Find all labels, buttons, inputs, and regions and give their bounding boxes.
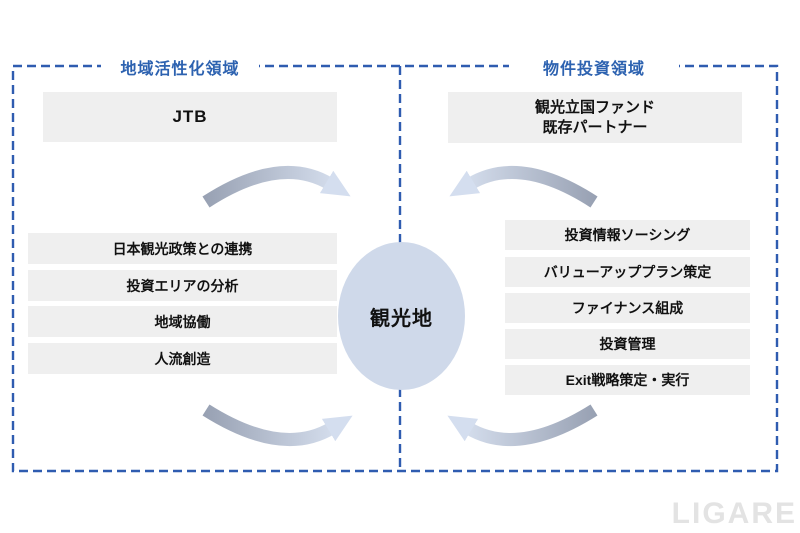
left-region-title: 地域活性化領域 [101,56,259,78]
arrow-top-left [202,166,351,208]
right-item-investment-sourcing: 投資情報ソーシング [505,220,750,250]
right-entity-box: 観光立国ファンド 既存パートナー [448,92,742,143]
left-item-people-flow-creation: 人流創造 [28,343,337,374]
right-item-investment-management: 投資管理 [505,329,750,359]
right-item-finance-structuring: ファイナンス組成 [505,293,750,323]
left-item-regional-collaboration: 地域協働 [28,306,337,337]
arrow-bottom-left [202,404,353,446]
right-item-exit-strategy: Exit戦略策定・実行 [505,365,750,395]
center-ellipse-tourist-destination: 観光地 [338,242,465,390]
arrow-top-right [449,166,598,208]
left-entity-box: JTB [43,92,337,142]
outer-dashed-border [11,64,779,473]
right-entity-line-2: 既存パートナー [542,118,648,136]
left-item-area-analysis: 投資エリアの分析 [28,270,337,301]
right-item-value-up-plan: バリューアッププラン策定 [505,257,750,287]
center-ellipse-label: 観光地 [370,307,433,330]
right-region-title: 物件投資領域 [509,56,679,78]
arrow-bottom-right [447,404,598,446]
ligare-watermark: LIGARE [671,497,797,530]
right-entity-line-1: 観光立国ファンド [534,98,655,116]
left-item-policy-alliance: 日本観光政策との連携 [28,233,337,264]
